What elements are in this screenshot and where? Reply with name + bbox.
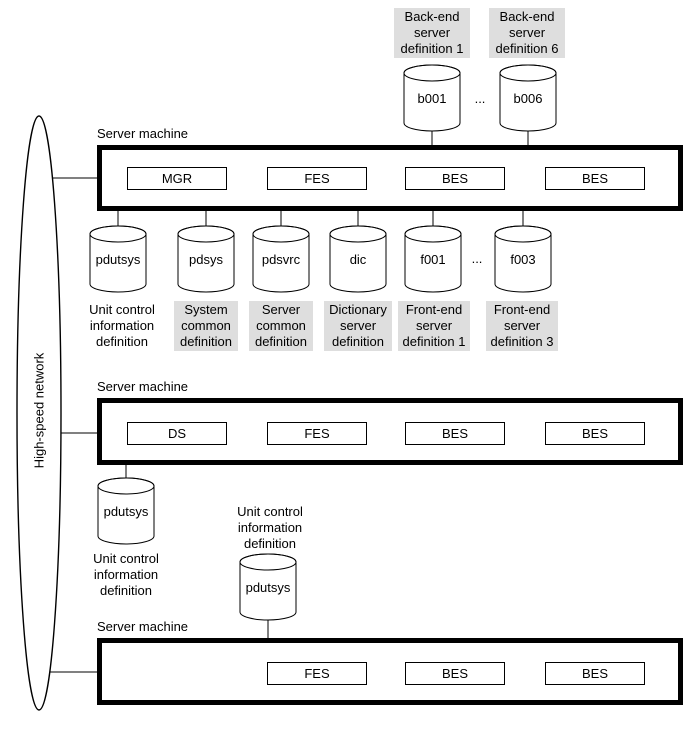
unit-control-definition-m1-label: Unit control information definition	[89, 302, 155, 349]
cylinder-pdsvrc: pdsvrc	[252, 225, 310, 293]
ellipsis-top: ...	[474, 91, 486, 106]
cylinder-label: b001	[417, 91, 447, 106]
machine-3-title: Server machine	[97, 619, 189, 634]
machine-1-title: Server machine	[97, 126, 189, 141]
cylinder-label: pdutsys	[245, 580, 291, 595]
cylinder-pdutsys-m1: pdutsys	[89, 225, 147, 293]
unit-bes: BES	[545, 167, 645, 190]
cylinder-shape	[252, 225, 310, 293]
cylinder-f003: f003	[494, 225, 552, 293]
cylinder-f001: f001	[404, 225, 462, 293]
unit-fes: FES	[267, 422, 367, 445]
cylinder-pdsys: pdsys	[177, 225, 235, 293]
backend-definition-6-label: Back-end server definition 6	[489, 8, 565, 58]
unit-fes: FES	[267, 662, 367, 685]
unit-control-definition-m2-label: Unit control information definition	[93, 551, 159, 598]
cylinder-label: pdsys	[189, 252, 223, 267]
machine-3-box: FES BES BES	[97, 638, 683, 705]
network-ellipse	[16, 115, 62, 711]
cylinder-shape	[89, 225, 147, 293]
cylinder-label: pdsvrc	[261, 252, 301, 267]
cylinder-shape	[97, 477, 155, 545]
cylinder-shape	[403, 64, 461, 132]
cylinder-b006: b006	[499, 64, 557, 132]
system-common-definition-label: System common definition	[174, 301, 238, 351]
unit-ds: DS	[127, 422, 227, 445]
unit-bes: BES	[405, 662, 505, 685]
cylinder-label: f003	[510, 252, 536, 267]
unit-bes: BES	[405, 167, 505, 190]
cylinder-shape	[499, 64, 557, 132]
unit-control-definition-m3-label: Unit control information definition	[237, 504, 303, 551]
backend-definition-1-label: Back-end server definition 1	[394, 8, 470, 58]
cylinder-shape	[494, 225, 552, 293]
cylinder-pdutsys-m3: pdutsys	[239, 553, 297, 621]
server-common-definition-label: Server common definition	[249, 301, 313, 351]
unit-mgr: MGR	[127, 167, 227, 190]
frontend-definition-1-label: Front-end server definition 1	[398, 301, 470, 351]
cylinder-label: dic	[349, 252, 367, 267]
cylinder-label: b006	[513, 91, 543, 106]
cylinder-shape	[239, 553, 297, 621]
unit-bes: BES	[545, 422, 645, 445]
network-label: High-speed network	[31, 352, 47, 469]
unit-bes: BES	[405, 422, 505, 445]
ellipsis-mid: ...	[471, 251, 483, 266]
cylinder-b001: b001	[403, 64, 461, 132]
machine-2-box: DS FES BES BES	[97, 398, 683, 465]
unit-bes: BES	[545, 662, 645, 685]
cylinder-shape	[177, 225, 235, 293]
cylinder-shape	[404, 225, 462, 293]
frontend-definition-3-label: Front-end server definition 3	[486, 301, 558, 351]
machine-1-box: MGR FES BES BES	[97, 145, 683, 211]
cylinder-label: f001	[420, 252, 446, 267]
unit-fes: FES	[267, 167, 367, 190]
machine-2-title: Server machine	[97, 379, 189, 394]
cylinder-dic: dic	[329, 225, 387, 293]
dictionary-server-definition-label: Dictionary server definition	[324, 301, 392, 351]
cylinder-label: pdutsys	[103, 504, 149, 519]
cylinder-shape	[329, 225, 387, 293]
cylinder-pdutsys-m2: pdutsys	[97, 477, 155, 545]
cylinder-label: pdutsys	[95, 252, 141, 267]
